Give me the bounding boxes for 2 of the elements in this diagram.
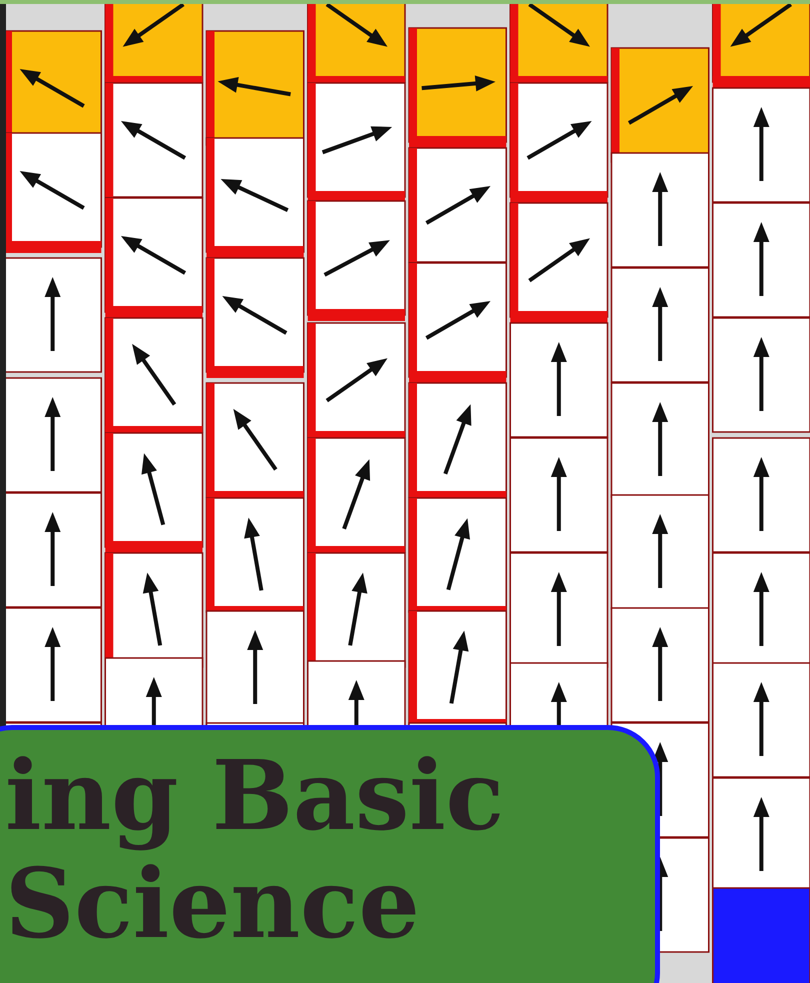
banner-title: ing Basic Science [5,742,506,958]
title-banner [0,725,660,983]
